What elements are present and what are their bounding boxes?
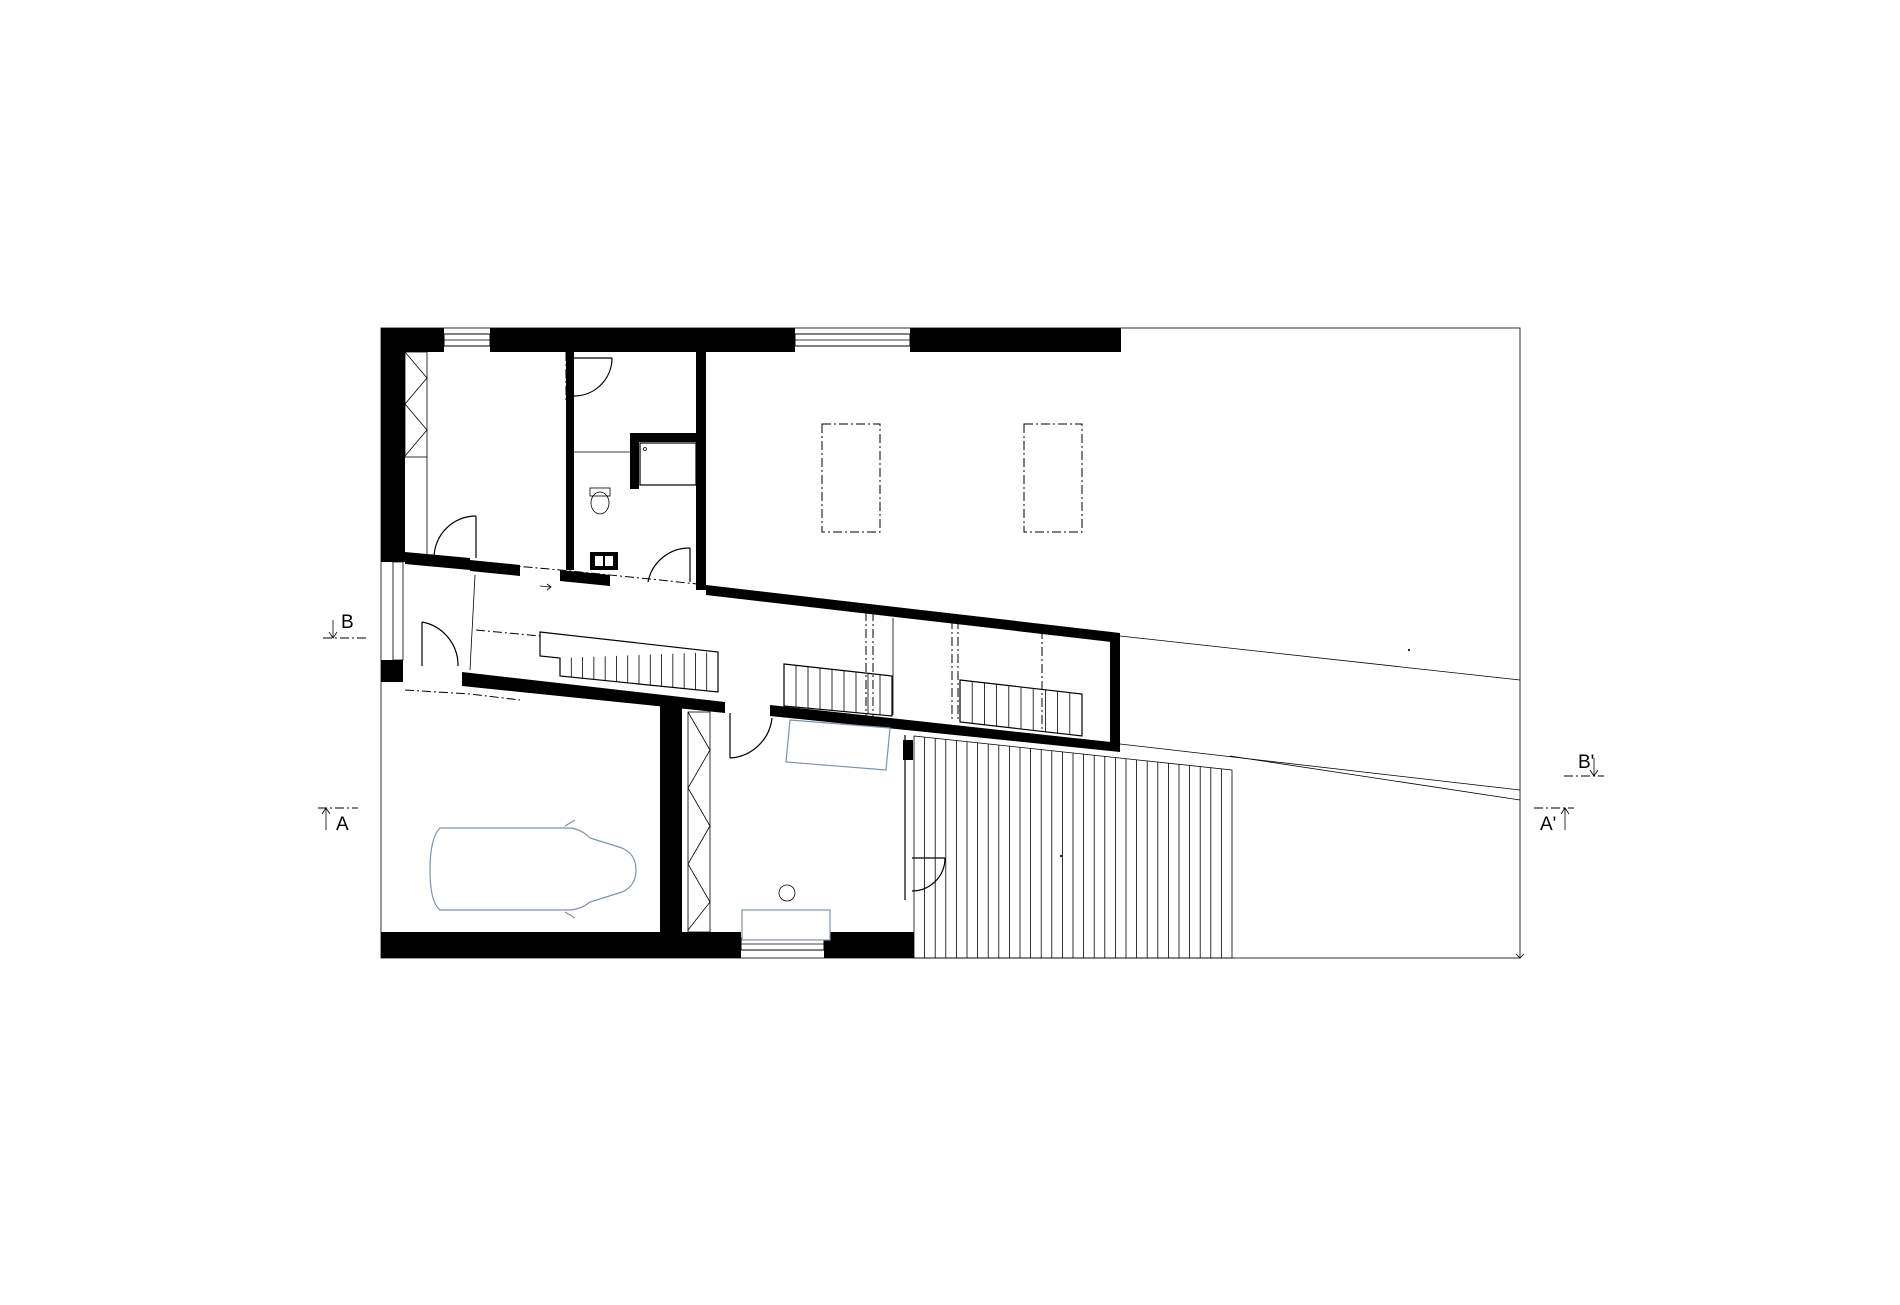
door-entry <box>421 621 459 667</box>
corner-tick <box>1515 953 1525 959</box>
windows <box>443 333 911 951</box>
corridor-gridlines <box>865 612 1043 730</box>
stair-1 <box>475 629 719 693</box>
walls <box>381 328 1121 958</box>
terrace-deck <box>913 735 1233 959</box>
section-marker-b-right: B' <box>1564 752 1604 777</box>
section-label-b-prime: B' <box>1578 752 1594 773</box>
section-marker-a-left: A <box>318 807 358 835</box>
door-bathroom <box>573 357 613 397</box>
section-marker-b-left: B <box>323 612 366 639</box>
car <box>429 819 637 919</box>
door-terrace <box>904 735 946 900</box>
door-wc <box>647 547 691 583</box>
section-marker-a-right: A' <box>1534 807 1574 835</box>
utility-fixtures <box>741 719 891 941</box>
wardrobe-bedroom <box>404 351 428 560</box>
wardrobe-garage <box>687 711 711 933</box>
survey-dot <box>1407 648 1411 652</box>
stair-3 <box>959 679 1083 737</box>
door-bedroom <box>433 515 477 559</box>
skylights <box>821 423 1083 533</box>
stair-direction-arrow <box>539 583 552 591</box>
section-label-a: A <box>336 814 349 835</box>
site-sloped-lines <box>1119 635 1521 801</box>
section-label-a-prime: A' <box>1540 814 1556 835</box>
sink <box>590 552 618 570</box>
corridor-dash-lines <box>404 555 707 701</box>
toilet <box>589 487 611 515</box>
door-garage <box>729 713 773 759</box>
survey-dot <box>1059 854 1063 858</box>
stair-2 <box>783 663 893 717</box>
shower <box>639 442 697 486</box>
section-label-b: B <box>341 612 354 633</box>
entry-frame <box>392 561 476 671</box>
